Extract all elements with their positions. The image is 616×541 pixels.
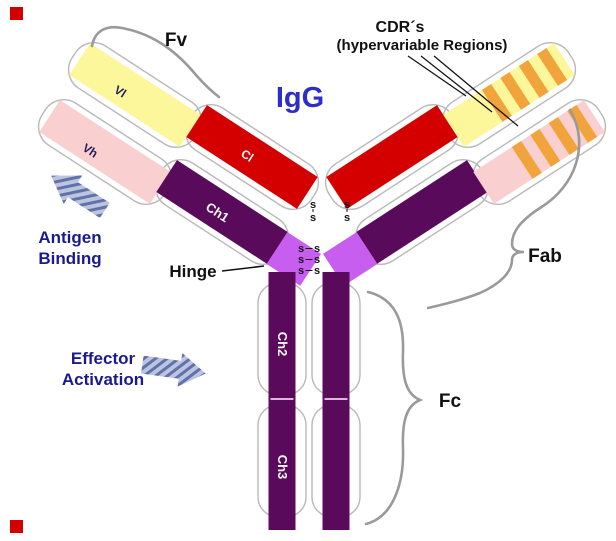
effector-activation-label-line2: Activation (62, 370, 144, 389)
fc-brace (364, 290, 424, 526)
disulfide-bond-s: s (314, 254, 320, 266)
antigen-binding-arrow (51, 175, 110, 218)
function-annotations: Antigen Binding Effector Activation (38, 228, 144, 389)
disulfide-bond-s: s (298, 265, 304, 277)
cdr-stripe (567, 105, 598, 143)
antigen-binding-label-line2: Binding (38, 249, 101, 268)
cdr-stripe (530, 128, 561, 167)
vh-domain-bar (39, 100, 171, 204)
disulfide-bond-s: s (298, 243, 304, 255)
cdr-stripe (481, 83, 512, 122)
igg-title: IgG (276, 82, 324, 114)
disulfide-bond-s: s (298, 254, 304, 266)
fv-brace (90, 25, 221, 99)
hinge-disulfide-bonds: s s s s s s (298, 243, 320, 277)
fv-label: Fv (165, 30, 188, 51)
hinge-label: Hinge (169, 262, 216, 281)
cdr-heading-line1: CDR´s (376, 19, 425, 36)
disulfide-bond-s: s (310, 199, 316, 211)
light-heavy-disulfide-bonds: s s s s (310, 199, 350, 224)
disulfide-bond-s: s (314, 243, 320, 255)
ch2-label: Ch2 (275, 332, 290, 357)
right-vh-domain-bar (473, 100, 605, 204)
right-ch1-domain-bar (356, 160, 488, 264)
cdr-pointer-line (420, 55, 493, 113)
cdr-pointer-lines (407, 55, 519, 127)
cdr-stripe (511, 140, 542, 179)
effector-activation-arrow (141, 353, 206, 387)
region-braces (90, 25, 581, 526)
ch1-domain-bar (156, 160, 288, 264)
disulfide-bond-s: s (310, 212, 316, 224)
cdr-stripe (548, 117, 579, 155)
cdr-heading-line2: (hypervariable Regions) (337, 37, 508, 54)
fab-label: Fab (528, 246, 562, 267)
right-vh-striped-bar (473, 100, 605, 204)
cdr-pointer-line (407, 55, 467, 97)
right-cl-domain-bar (326, 105, 458, 209)
fc-label: Fc (439, 391, 462, 412)
heavy-chain-trunk-left (268, 272, 296, 530)
disulfide-bond-s: s (344, 199, 350, 211)
heavy-chain-trunk-right (322, 272, 350, 530)
cl-domain-bar (186, 105, 318, 209)
bullet-marker-top (10, 7, 23, 20)
cdr-pointer-line (433, 55, 519, 127)
cdr-stripe (518, 60, 549, 98)
disulfide-bond-s: s (314, 265, 320, 277)
disulfide-bond-s: s (344, 212, 350, 224)
bullet-marker-bottom (10, 520, 23, 533)
effector-activation-label-line1: Effector (71, 349, 136, 368)
right-vl-domain-bar (443, 43, 575, 147)
fab-brace (426, 108, 581, 310)
vl-domain-bar (69, 43, 201, 147)
right-vl-striped-bar (443, 43, 575, 147)
cdr-stripe (537, 48, 568, 86)
antigen-binding-label-line1: Antigen (38, 228, 101, 247)
cdr-stripe (500, 71, 531, 110)
hinge-pointer-line (221, 265, 265, 272)
ch3-label: Ch3 (275, 455, 290, 480)
